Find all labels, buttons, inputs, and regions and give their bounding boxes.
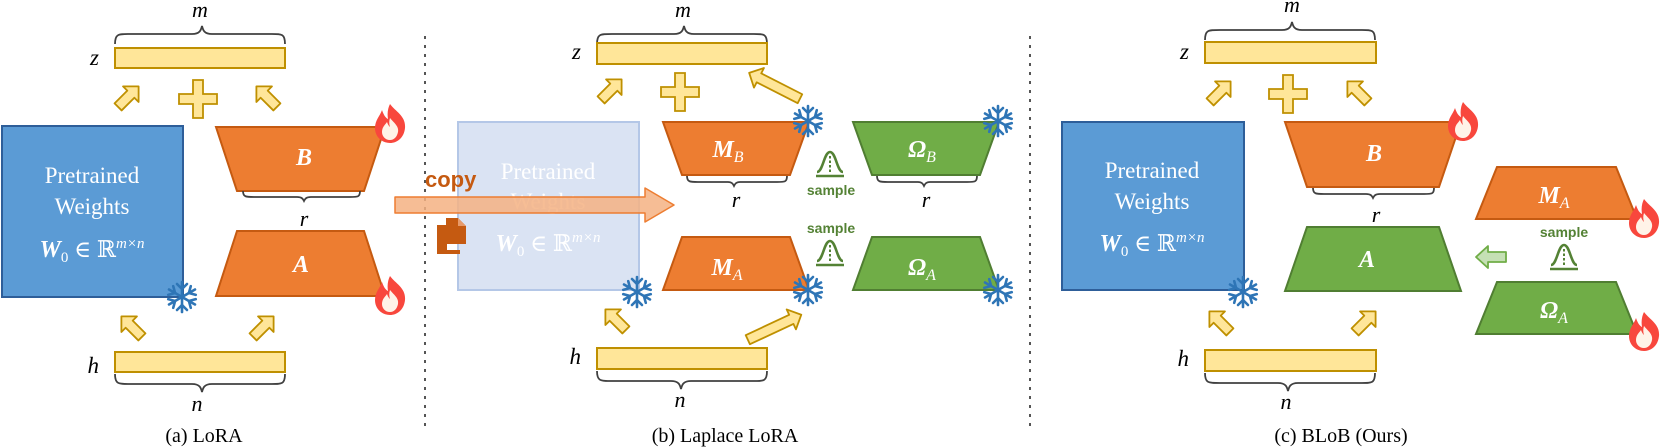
rank-r-label: r [300, 206, 309, 231]
sample-label: sample [807, 182, 855, 198]
dim-m-label: m [1284, 0, 1300, 17]
brace-m [1204, 21, 1376, 41]
arrow-icon [748, 67, 804, 105]
matrix-ma-label: MA [710, 255, 742, 284]
vector-h [596, 347, 768, 370]
matrix-ma-label: MA [1537, 183, 1569, 212]
arrow-icon [1201, 72, 1240, 111]
dim-n-label: n [1281, 389, 1292, 414]
caption-lora: (a) LoRA [165, 425, 243, 447]
brace-n [1204, 372, 1376, 392]
vector-h-label: h [1178, 346, 1190, 371]
plus-icon [178, 79, 218, 119]
arrow-icon [109, 77, 148, 116]
matrix-omega-b-label: ΩB [908, 137, 936, 166]
brace-r [1312, 187, 1435, 201]
brace-r [242, 190, 361, 204]
rank-r-label: r [1372, 202, 1381, 227]
arrow-icon [596, 300, 635, 339]
pretrained-label: Pretrained [1105, 158, 1200, 183]
matrix-a-label: A [291, 252, 309, 278]
plus-icon [1268, 74, 1308, 114]
matrix-b-label: B [295, 145, 312, 171]
rank-r-label: r [922, 187, 931, 212]
arrow-icon [112, 307, 151, 346]
vector-z [596, 42, 768, 65]
matrix-b [214, 126, 387, 192]
weights-label: Weights [55, 194, 130, 219]
matrix-a-bayesian [1283, 226, 1463, 292]
brace-r [876, 175, 978, 189]
fire-icon [1448, 102, 1479, 141]
pretrained-weights-block [1, 125, 184, 298]
copy-icon [437, 218, 466, 254]
sample-label: sample [1540, 224, 1588, 240]
sample-distribution-icon [814, 239, 846, 267]
copy-label: copy [425, 167, 477, 192]
arrow-icon [1346, 302, 1385, 341]
copy-arrow [394, 187, 675, 223]
brace-n [596, 370, 768, 390]
brace-r [686, 175, 788, 189]
arrow-icon [1338, 72, 1377, 111]
arrow-icon [592, 70, 631, 109]
matrix-omega-b [851, 121, 1001, 176]
sample-distribution-icon [814, 150, 846, 178]
vector-h [114, 351, 286, 373]
matrix-omega-a-label: ΩA [1540, 298, 1568, 327]
arrow-icon [1475, 245, 1507, 269]
fire-icon [1629, 312, 1660, 351]
dim-n-label: n [675, 387, 686, 412]
brace-m [596, 25, 768, 45]
vector-z-label: z [571, 39, 581, 64]
panel-laplace-lora: m z Pretrained Weights W0 ∈ ℝm×n MB r sa… [394, 0, 1013, 447]
caption-laplace-lora: (b) Laplace LoRA [652, 425, 799, 447]
w0-formula: W0 ∈ ℝm×n [40, 236, 145, 266]
arrow-icon [244, 307, 283, 346]
fire-icon [1629, 199, 1660, 238]
panel-blob: m z Pretrained Weights W0 ∈ ℝm×n B r A M… [1061, 0, 1660, 447]
weights-label: Weights [1115, 189, 1190, 214]
panel-lora: m z Pretrained Weights W0 ∈ ℝm×n B r A h… [1, 0, 406, 447]
dim-n-label: n [192, 391, 203, 416]
vector-z [114, 47, 286, 69]
rank-r-label: r [732, 187, 741, 212]
matrix-b [1283, 121, 1463, 188]
vector-h-label: h [570, 344, 582, 369]
fire-icon [375, 104, 406, 143]
vector-z-label: z [1179, 39, 1189, 64]
dim-m-label: m [675, 0, 691, 22]
pretrained-weights-block [1061, 121, 1245, 291]
matrix-mb [661, 121, 811, 176]
matrix-b-label: B [1365, 141, 1382, 167]
arrow-icon [1200, 302, 1239, 341]
sample-label: sample [807, 220, 855, 236]
arrow-icon [247, 77, 286, 116]
plus-icon [660, 72, 700, 112]
vector-h-label: h [88, 353, 100, 378]
arrow-icon [744, 308, 803, 346]
vector-h [1204, 349, 1377, 372]
matrix-mb-label: MB [711, 137, 743, 166]
vector-z [1204, 41, 1377, 64]
pretrained-label: Pretrained [501, 159, 596, 184]
w0-formula: W0 ∈ ℝm×n [1100, 230, 1205, 260]
dim-m-label: m [192, 0, 208, 22]
matrix-a-label: A [1357, 247, 1375, 273]
vector-z-label: z [89, 45, 99, 70]
matrix-omega-a-label: ΩA [908, 255, 936, 284]
pretrained-label: Pretrained [45, 163, 140, 188]
brace-n [114, 373, 286, 393]
sample-distribution-icon [1548, 243, 1580, 271]
w0-formula: W0 ∈ ℝm×n [496, 230, 601, 260]
caption-blob: (c) BLoB (Ours) [1274, 425, 1407, 447]
brace-m [114, 25, 286, 45]
